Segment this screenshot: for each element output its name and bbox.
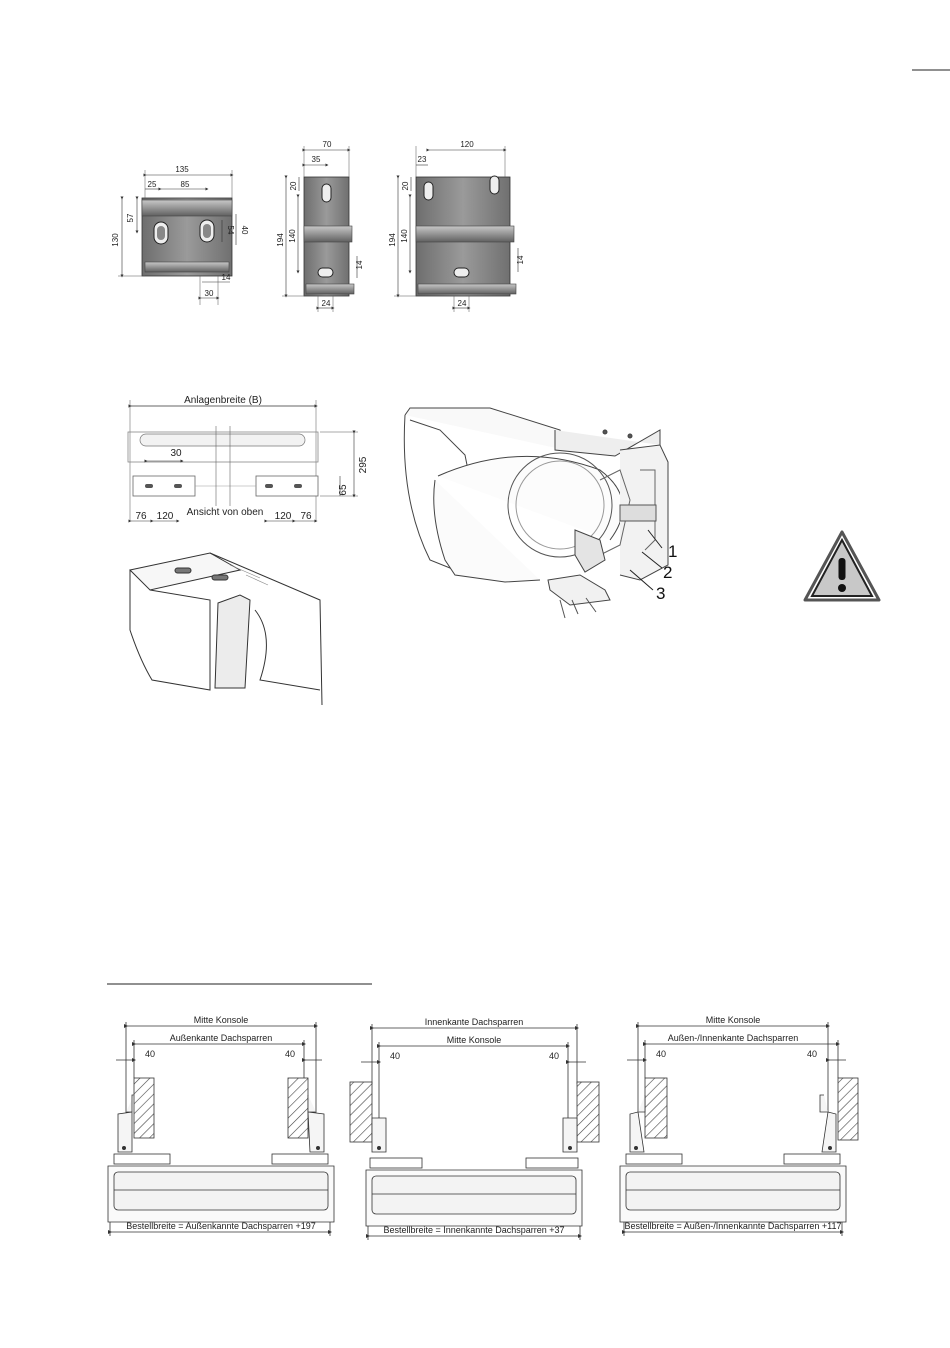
bracket-b-dim-194: 194	[276, 233, 285, 247]
bracket-b-dim-14: 14	[355, 260, 364, 269]
plan-dim-76-right: 76	[300, 511, 312, 522]
bracket-a-dim-135: 135	[175, 165, 189, 174]
config-2-drawing	[349, 1024, 600, 1240]
config-2-left-offset: 40	[390, 1051, 400, 1061]
bracket-a-dim-30: 30	[205, 289, 214, 298]
config-3-order-width: Bestellbreite = Außen-/Innenkannte Dachs…	[625, 1221, 842, 1231]
bracket-a-dim-57: 57	[126, 213, 135, 222]
bracket-b-dim-140: 140	[288, 229, 297, 243]
config-3-top-label: Mitte Konsole	[706, 1015, 761, 1025]
plan-view-label: Ansicht von oben	[187, 507, 264, 518]
bracket-a-dim-40: 40	[240, 226, 249, 235]
config-1-second-label: Außenkante Dachsparren	[170, 1033, 273, 1043]
bracket-c-dim-24: 24	[458, 299, 467, 308]
bracket-c-dim-194: 194	[388, 233, 397, 247]
callout-3: 3	[656, 584, 665, 603]
bracket-b-dim-70: 70	[323, 140, 332, 149]
config-2-right-offset: 40	[549, 1051, 559, 1061]
warning-icon	[803, 530, 881, 602]
plan-dim-76-left: 76	[135, 511, 147, 522]
config-1-top-label: Mitte Konsole	[194, 1015, 249, 1025]
bracket-a-drawing	[118, 170, 237, 305]
config-3-second-label: Außen-/Innenkante Dachsparren	[668, 1033, 799, 1043]
bracket-b-dim-24: 24	[322, 299, 331, 308]
plan-dim-120-right: 120	[275, 511, 292, 522]
config-2-order-width: Bestellbreite = Innenkannte Dachsparren …	[383, 1225, 564, 1235]
bracket-a-dim-14: 14	[222, 273, 231, 282]
callout-2: 2	[663, 563, 672, 582]
bracket-c-dim-14: 14	[516, 255, 525, 264]
config-2-second-label: Mitte Konsole	[447, 1035, 502, 1045]
bracket-a-dim-130: 130	[111, 233, 120, 247]
head-assembly-drawing	[403, 407, 669, 619]
bracket-c-dim-140: 140	[400, 229, 409, 243]
cassette-end-perspective	[128, 552, 323, 706]
config-3-left-offset: 40	[656, 1049, 666, 1059]
bracket-b-dim-20: 20	[289, 181, 298, 190]
bracket-b-drawing	[282, 146, 358, 312]
config-1-drawing	[107, 1022, 335, 1236]
bracket-a-dim-85: 85	[181, 180, 190, 189]
config-1-order-width: Bestellbreite = Außenkannte Dachsparren …	[126, 1221, 316, 1231]
plan-width-label: Anlagenbreite (B)	[184, 395, 262, 406]
bracket-c-dim-20: 20	[401, 181, 410, 190]
plan-dim-30: 30	[170, 448, 182, 459]
bracket-c-dim-120: 120	[460, 140, 474, 149]
config-2-top-label: Innenkante Dachsparren	[425, 1017, 524, 1027]
config-3-drawing	[619, 1022, 859, 1236]
callout-1: 1	[668, 542, 677, 561]
bracket-c-dim-23: 23	[418, 155, 427, 164]
plan-dim-120-left: 120	[157, 511, 174, 522]
bracket-b-dim-35: 35	[312, 155, 321, 164]
plan-dim-65: 65	[338, 484, 349, 496]
config-1-right-offset: 40	[285, 1049, 295, 1059]
plan-dim-295: 295	[358, 456, 369, 473]
bracket-c-drawing	[394, 146, 519, 312]
config-3-right-offset: 40	[807, 1049, 817, 1059]
bracket-a-dim-54: 54	[226, 226, 235, 235]
bracket-a-dim-25: 25	[148, 180, 157, 189]
plan-view-drawing	[127, 400, 358, 523]
config-1-left-offset: 40	[145, 1049, 155, 1059]
